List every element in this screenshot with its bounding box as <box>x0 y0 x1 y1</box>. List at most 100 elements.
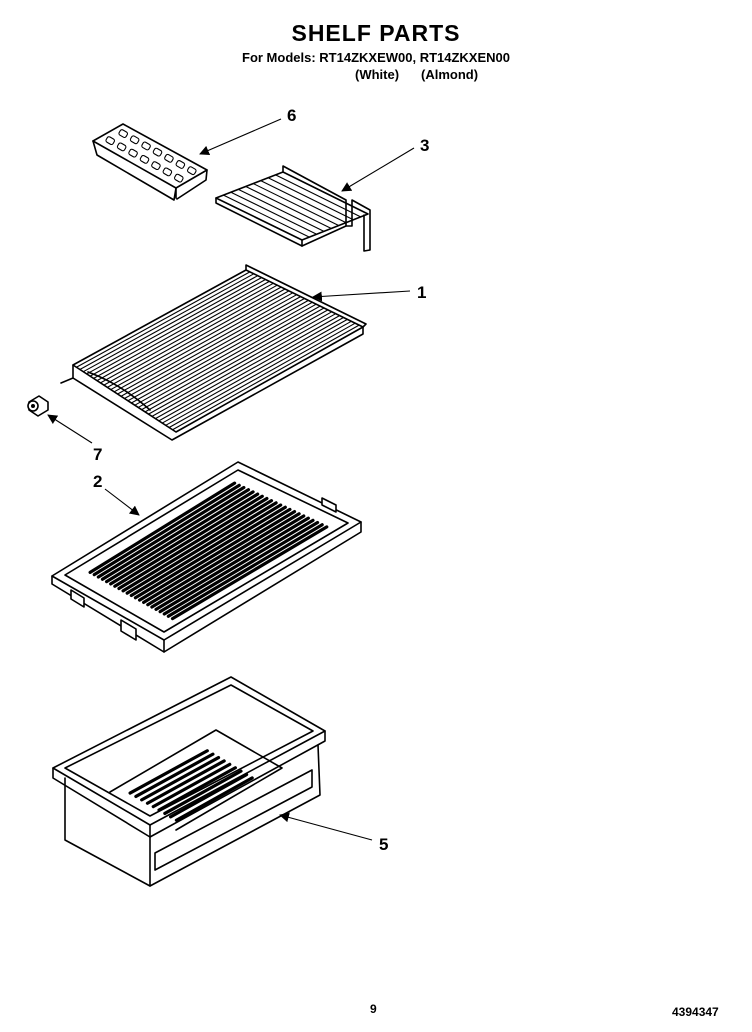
shelf-rod <box>137 305 321 408</box>
shelf-rod <box>165 320 352 426</box>
rack-rod <box>238 188 325 232</box>
callout-6: 6 <box>287 106 296 125</box>
ice-cube-cell <box>187 166 197 176</box>
shelf-rod <box>155 315 340 420</box>
pan-divider-slot <box>134 752 215 799</box>
ice-cube-cell <box>116 142 127 152</box>
ice-cube-cell <box>175 160 186 169</box>
shelf-rod <box>120 296 301 397</box>
shelf-rod <box>148 311 333 415</box>
pan-divider-slot <box>163 769 243 816</box>
shelf-end-cap-illustration <box>27 395 49 417</box>
shelf-rod <box>144 309 329 413</box>
cover-slot <box>117 496 269 591</box>
pan-divider-slot <box>128 749 209 795</box>
rack-rod <box>230 191 317 235</box>
cover-slot <box>96 485 246 579</box>
shelf-rod <box>110 290 290 391</box>
leader-1 <box>312 290 411 302</box>
shelf-rod <box>100 284 278 384</box>
cover-slot <box>142 509 297 605</box>
cover-slot <box>129 503 283 598</box>
leader-7 <box>47 414 93 444</box>
callout-1: 1 <box>417 283 426 302</box>
pan-divider-slot <box>157 766 237 812</box>
callout-5: 5 <box>379 835 388 854</box>
shelf-rod <box>107 288 286 388</box>
cover-slot <box>109 492 260 586</box>
pan-divider-slot <box>169 772 249 819</box>
ice-cube-cell <box>151 161 161 171</box>
ice-cube-cell <box>164 153 174 163</box>
pan-divider-slot <box>151 762 232 809</box>
small-rack-illustration <box>215 165 371 252</box>
rack-rod <box>267 177 354 221</box>
cover-slot <box>158 518 315 614</box>
page-number: 9 <box>370 1002 377 1016</box>
shelf-rod <box>161 318 348 424</box>
ice-cube-cell <box>139 154 150 164</box>
ice-cube-cell <box>174 173 184 183</box>
ice-cube-cell <box>118 129 128 139</box>
ice-cube-cell <box>152 147 163 157</box>
leader-5 <box>279 812 373 841</box>
cover-slot <box>137 507 292 602</box>
cover-slot <box>133 505 287 600</box>
page-title: SHELF PARTS <box>291 20 461 46</box>
cover-slot <box>100 488 251 581</box>
crisper-cover-illustration <box>51 461 362 653</box>
cover-slot <box>170 525 329 621</box>
document-number: 4394347 <box>672 1005 719 1019</box>
cover-slot <box>162 520 320 616</box>
pan-divider-slot <box>174 776 254 822</box>
leader-2 <box>104 488 140 516</box>
shelf-rod <box>113 292 294 393</box>
cover-slot <box>150 514 306 609</box>
rack-rod <box>252 183 339 227</box>
shelf-rod <box>83 275 258 373</box>
leader-lines <box>47 118 415 841</box>
ice-cube-cell <box>128 148 138 158</box>
rack-rod <box>223 194 310 238</box>
shelf-rod <box>96 282 274 382</box>
rack-rod <box>245 185 332 229</box>
ice-cube-cell <box>141 141 151 151</box>
leader-6 <box>199 118 282 156</box>
shelf-rod <box>131 301 313 404</box>
shelf-rod <box>151 313 336 417</box>
rack-rod <box>275 174 361 218</box>
shelf-rod <box>158 317 344 422</box>
cover-slot <box>92 483 241 577</box>
cover-slot <box>121 499 274 593</box>
shelf-rod <box>76 271 251 368</box>
leader-3 <box>341 147 415 192</box>
cover-slot <box>125 501 278 595</box>
rack-rod <box>260 180 347 224</box>
shelf-rod <box>117 294 297 395</box>
crisper-pan-illustration <box>52 676 326 887</box>
shelf-rod <box>168 322 356 429</box>
shelf-rod <box>79 273 255 370</box>
shelf-rod <box>86 277 262 375</box>
shelf-rod <box>93 280 270 379</box>
variant-almond: (Almond) <box>421 67 479 82</box>
ice-cube-cell <box>105 136 115 146</box>
cover-slot <box>154 516 310 611</box>
cover-slot <box>88 481 237 574</box>
pan-divider-slot <box>140 755 221 802</box>
ice-tray-illustration <box>92 123 208 201</box>
shelf-rod <box>172 324 360 431</box>
cover-slot <box>113 494 264 588</box>
ice-cube-cell <box>129 135 140 145</box>
variant-white: (White) <box>355 67 400 82</box>
wire-shelf-illustration <box>60 264 367 441</box>
shelf-rod <box>127 299 309 402</box>
callout-3: 3 <box>420 136 429 155</box>
cover-slot <box>146 512 301 607</box>
shelf-rod <box>89 279 266 377</box>
callout-2: 2 <box>93 472 102 491</box>
shelf-rod <box>141 307 325 411</box>
ice-cube-cell <box>162 167 173 177</box>
shelf-rod <box>103 286 282 386</box>
